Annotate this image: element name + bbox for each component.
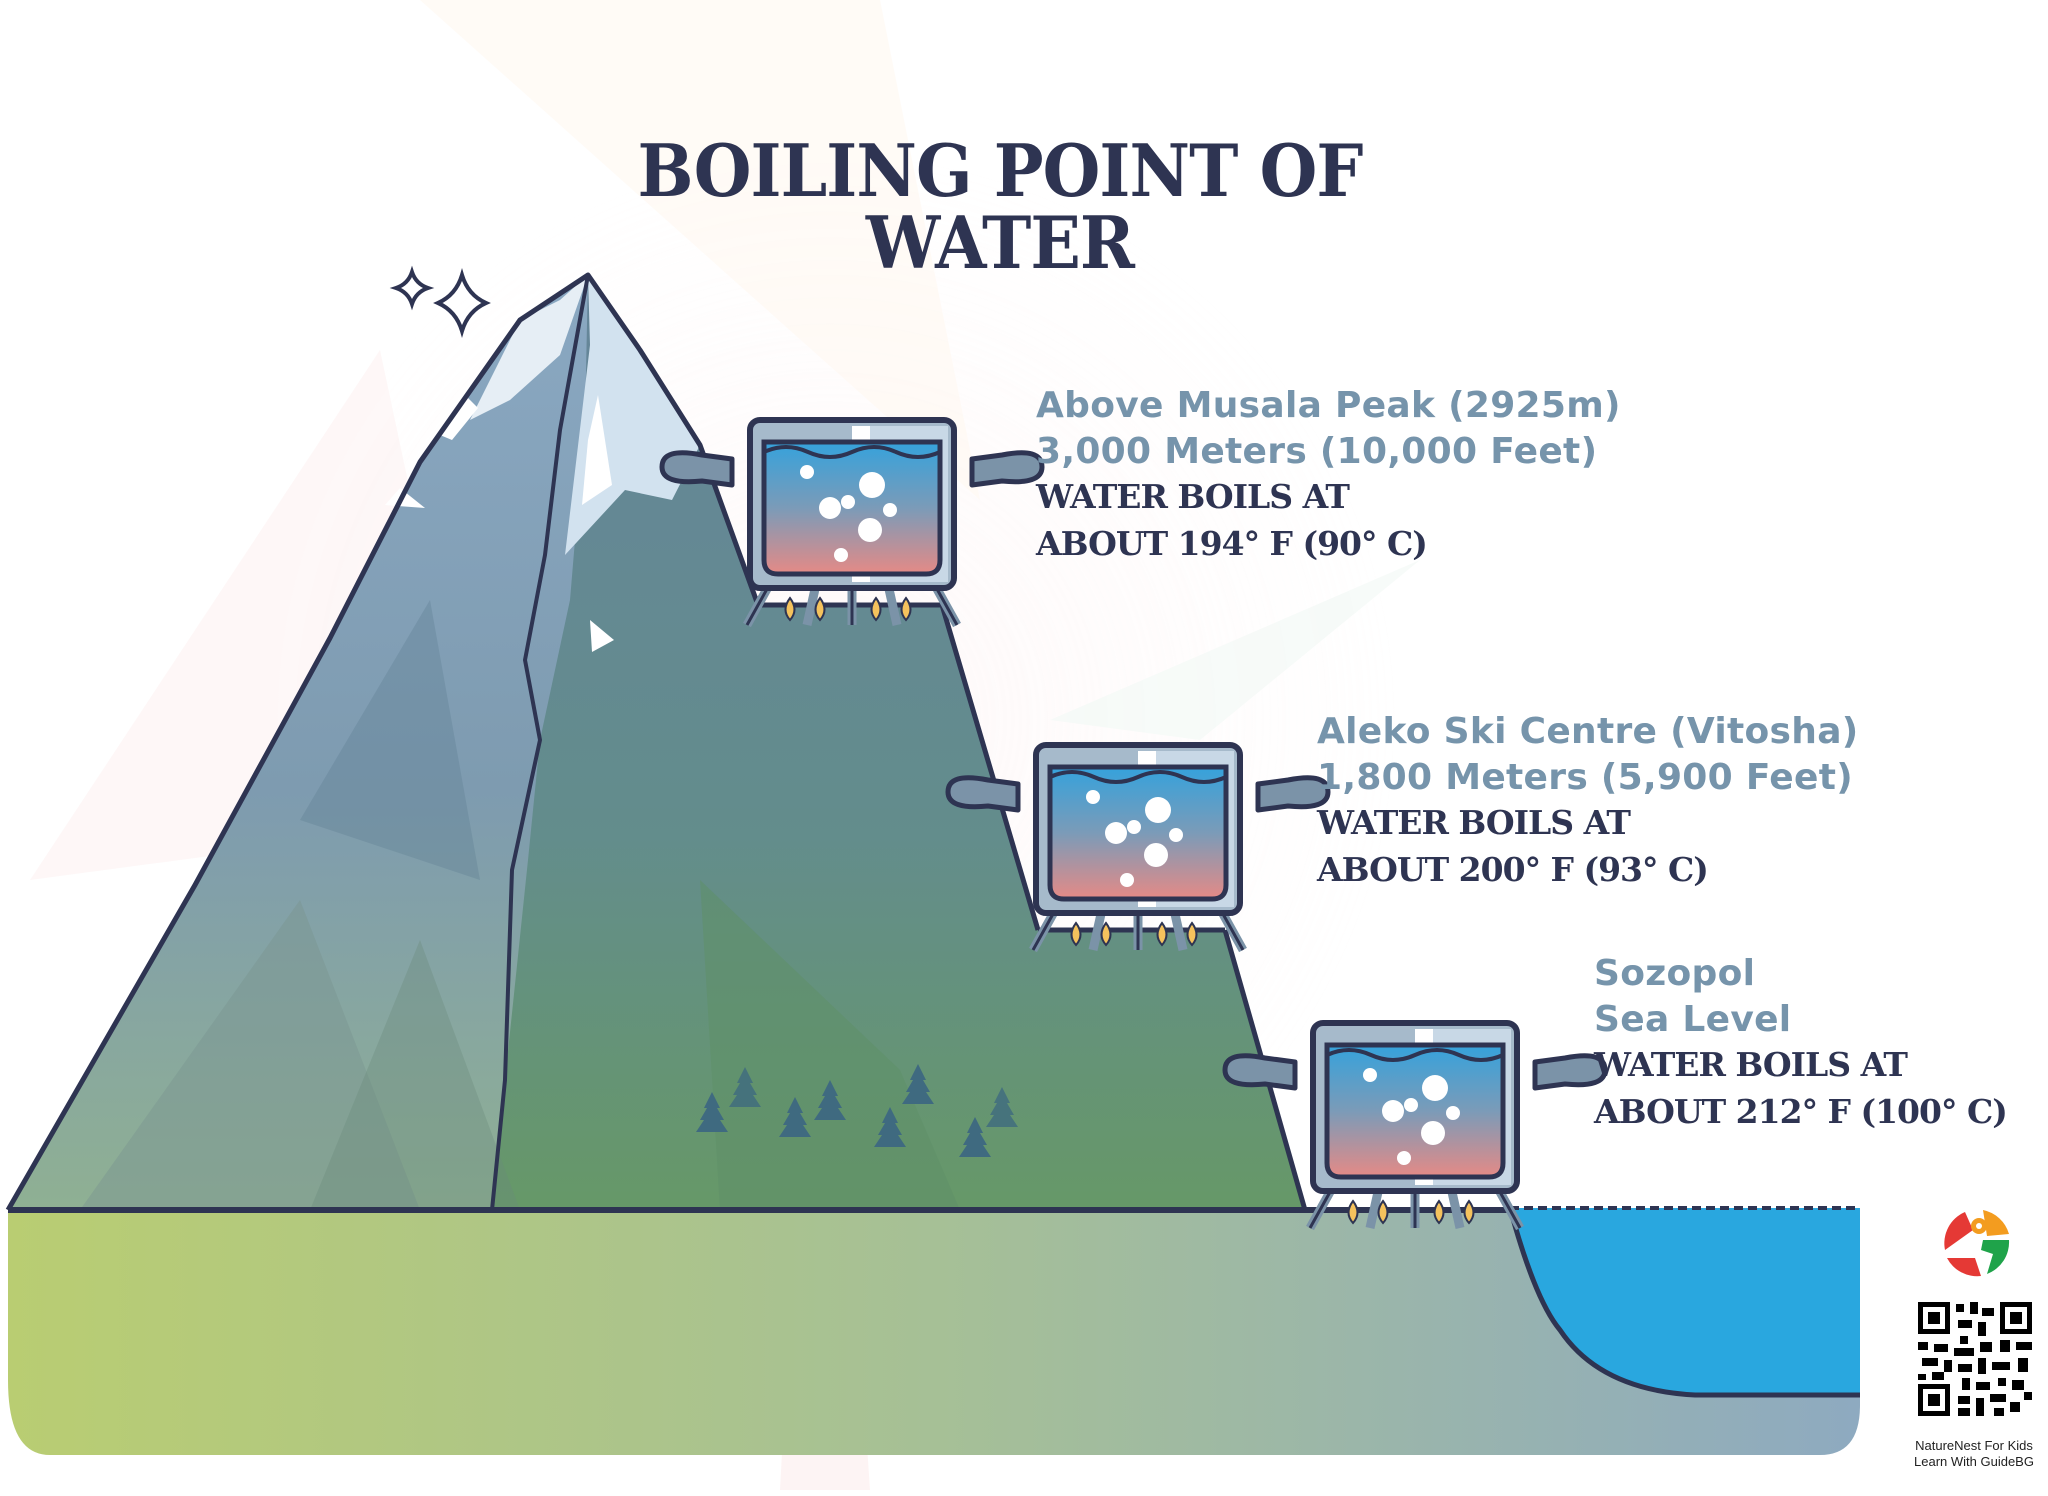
station-label-musala: Above Musala Peak (2925m) 3,000 Meters (…	[1036, 388, 1621, 574]
station-place: Aleko Ski Centre (Vitosha)	[1317, 711, 1859, 752]
station-label-sozopol: Sozopol Sea Level WATER BOILS AT ABOUT 2…	[1594, 953, 2008, 1142]
station-boil-line2: ABOUT 200° F (93° C)	[1317, 850, 1709, 889]
station-label-aleko: Aleko Ski Centre (Vitosha) 1,800 Meters …	[1317, 714, 1859, 900]
station-altitude: 1,800 Meters (5,900 Feet)	[1317, 757, 1853, 798]
mountain	[5, 272, 1510, 1213]
station-altitude: 3,000 Meters (10,000 Feet)	[1036, 431, 1598, 472]
brand-tagline: Learn With GuideBG	[1914, 1454, 2034, 1470]
station-place: Above Musala Peak (2925m)	[1036, 385, 1621, 426]
brand-name: NatureNest For Kids	[1915, 1438, 2033, 1453]
brand-block: NatureNest For Kids Learn With GuideBG	[1904, 1438, 2044, 1471]
brand-logo-icon	[1944, 1210, 2010, 1277]
station-boil-line2: ABOUT 212° F (100° C)	[1594, 1092, 2008, 1131]
qr-code	[1918, 1302, 2032, 1416]
station-place: Sozopol	[1594, 953, 1756, 994]
sparkle-icons	[389, 265, 491, 338]
station-boil-line1: WATER BOILS AT	[1036, 477, 1350, 516]
station-boil-line1: WATER BOILS AT	[1594, 1045, 1908, 1084]
station-boil-line2: ABOUT 194° F (90° C)	[1036, 524, 1428, 563]
ground	[8, 1210, 1860, 1455]
station-altitude: Sea Level	[1594, 999, 1792, 1040]
station-boil-line1: WATER BOILS AT	[1317, 803, 1631, 842]
page-title: BOILING POINT OF WATER	[637, 128, 1363, 285]
sea	[1507, 1206, 1860, 1398]
